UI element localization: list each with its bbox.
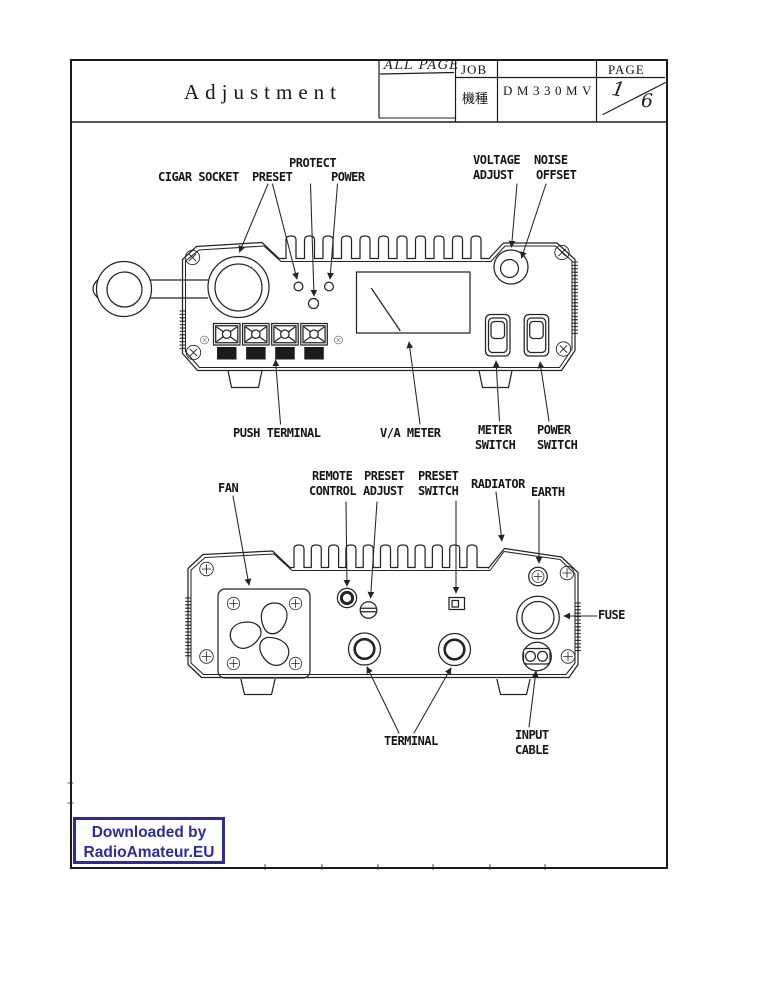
model-value: DM330MV: [503, 83, 596, 98]
label-preset: PRESET: [252, 170, 293, 184]
label-protect: PROTECT: [289, 156, 337, 170]
label-earth: EARTH: [531, 485, 565, 499]
label-preset-switch-2: SWITCH: [418, 484, 459, 498]
label-remote-control: REMOTE: [312, 469, 353, 483]
label-radiator: RADIATOR: [471, 477, 525, 491]
label-voltage-adjust-2: ADJUST: [473, 168, 514, 182]
label-va-meter: V/A METER: [380, 426, 441, 440]
watermark-box: Downloaded by RadioAmateur.EU: [73, 817, 225, 864]
label-terminal: TERMINAL: [384, 734, 438, 748]
label-preset-adjust: PRESET: [364, 469, 405, 483]
label-preset-switch: PRESET: [418, 469, 459, 483]
all-page-note: ALL PAGE: [384, 58, 460, 73]
label-cigar-socket: CIGAR SOCKET: [158, 170, 239, 184]
label-meter-switch-2: SWITCH: [475, 438, 516, 452]
label-power-switch: POWER: [537, 423, 571, 437]
page-total: 6: [641, 90, 654, 112]
page-label: PAGE: [608, 62, 645, 77]
label-power: POWER: [331, 170, 365, 184]
label-power-switch-2: SWITCH: [537, 438, 578, 452]
label-push-terminal: PUSH TERMINAL: [233, 426, 321, 440]
label-meter-switch: METER: [478, 423, 512, 437]
label-noise-offset: NOISE: [534, 153, 568, 167]
watermark-line2: RadioAmateur.EU: [83, 843, 215, 861]
label-voltage-adjust: VOLTAGE: [473, 153, 521, 167]
watermark-line1: Downloaded by: [91, 824, 207, 841]
label-remote-control-2: CONTROL: [309, 484, 357, 498]
model-field-label: 機種: [462, 91, 489, 106]
label-input-cable: INPUT: [515, 728, 549, 742]
label-input-cable-2: CABLE: [515, 743, 549, 757]
label-fuse: FUSE: [598, 608, 625, 622]
job-label: JOB: [461, 62, 488, 77]
label-fan: FAN: [218, 481, 239, 495]
page-title: Adjustment: [184, 80, 342, 104]
label-noise-offset-2: OFFSET: [536, 168, 577, 182]
label-preset-adjust-2: ADJUST: [363, 484, 404, 498]
